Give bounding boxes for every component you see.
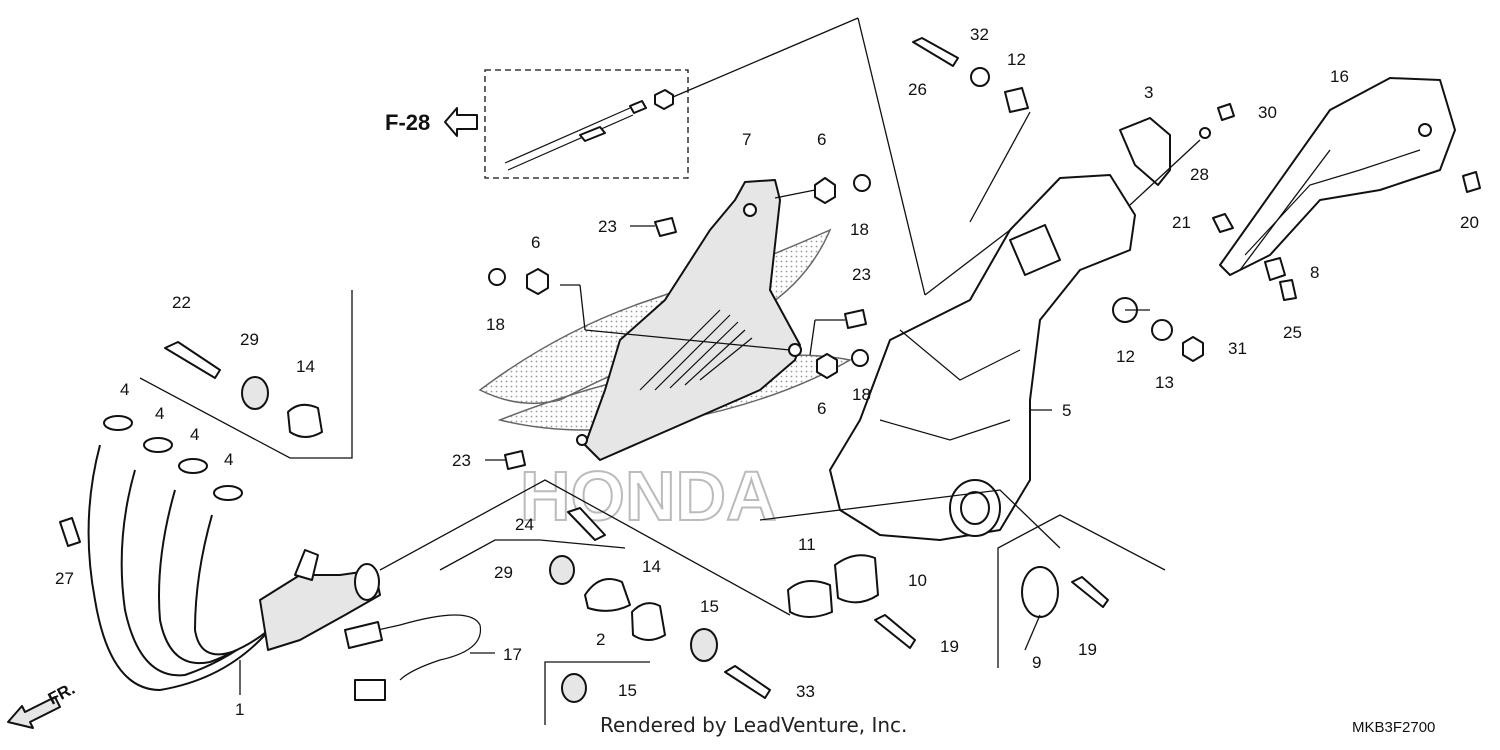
callout-label: 5 xyxy=(1062,401,1071,420)
nut-part xyxy=(654,89,674,110)
rubber-29-part xyxy=(241,376,269,410)
reference-group: F-28 xyxy=(385,17,926,296)
callout-label: 12 xyxy=(1116,347,1135,366)
callout-label: 6 xyxy=(817,399,826,418)
rubber-14-part xyxy=(287,403,323,438)
diagram-code: MKB3F2700 xyxy=(1352,719,1435,736)
callout-label: 26 xyxy=(908,80,927,99)
callout-label: 29 xyxy=(240,330,259,349)
callout-label: 11 xyxy=(798,535,816,554)
front-arrow-icon xyxy=(7,696,61,729)
callout-label: 10 xyxy=(908,571,927,590)
callout-label: 31 xyxy=(1228,339,1247,358)
gasket-parts xyxy=(103,415,243,501)
muffler-cover-part xyxy=(1219,77,1456,276)
protector-part xyxy=(1119,117,1171,186)
callout-label: 18 xyxy=(852,385,871,404)
callout-label: 6 xyxy=(817,130,826,149)
callout-label: 19 xyxy=(1078,640,1097,659)
callout-label: 4 xyxy=(155,404,164,423)
callout-label: 18 xyxy=(850,220,869,239)
callout-label: 6 xyxy=(531,233,540,252)
callout-label: 3 xyxy=(1144,83,1153,102)
callout-label: 25 xyxy=(1283,323,1302,342)
lower-bracket-lines xyxy=(379,479,1166,725)
callout-label: 4 xyxy=(224,450,233,469)
oxygen-sensor-part xyxy=(344,614,482,701)
heat-guard-part xyxy=(576,179,802,461)
callout-label: 32 xyxy=(970,25,989,44)
callout-label: 30 xyxy=(1258,103,1277,122)
callout-label: 19 xyxy=(940,637,959,656)
callout-label: 33 xyxy=(796,682,815,701)
bolt-22-part xyxy=(164,341,221,379)
callout-leaders xyxy=(239,111,1331,695)
callout-label: 2 xyxy=(596,630,605,649)
callout-label: 14 xyxy=(296,357,315,376)
reference-arrow-icon xyxy=(444,107,478,137)
callout-label: 22 xyxy=(172,293,191,312)
callout-label: 24 xyxy=(515,515,534,534)
exhaust-pipe-part xyxy=(87,444,381,691)
callout-label: 15 xyxy=(700,597,719,616)
honda-watermark-text: HONDA xyxy=(520,457,777,535)
callout-label: 13 xyxy=(1155,373,1174,392)
callout-label: 28 xyxy=(1190,165,1209,184)
hardware-parts xyxy=(59,37,1481,703)
callout-label: 29 xyxy=(494,563,513,582)
callout-labels: 26 32 12 3 30 28 16 20 21 8 25 7 6 23 18… xyxy=(55,25,1479,719)
callout-label: 4 xyxy=(120,380,129,399)
callout-label: 21 xyxy=(1172,213,1191,232)
muffler-part xyxy=(829,174,1136,541)
callout-label: 23 xyxy=(452,451,471,470)
callout-label: 14 xyxy=(642,557,661,576)
reference-dashed-box xyxy=(484,69,689,179)
callout-label: 18 xyxy=(486,315,505,334)
callout-label: 17 xyxy=(503,645,522,664)
front-direction-indicator: FR. xyxy=(7,679,78,729)
callout-label: 8 xyxy=(1310,263,1319,282)
callout-label: 27 xyxy=(55,569,74,588)
spring-part xyxy=(579,126,606,142)
callout-label: 4 xyxy=(190,425,199,444)
washer-part xyxy=(629,100,647,114)
callout-label: 15 xyxy=(618,681,637,700)
callout-label: 23 xyxy=(598,217,617,236)
reference-label: F-28 xyxy=(385,110,430,135)
callout-label: 23 xyxy=(852,265,871,284)
bracket-group xyxy=(139,290,353,459)
footer-credit: Rendered by LeadVenture, Inc. xyxy=(600,713,907,737)
callout-label: 7 xyxy=(742,130,751,149)
callout-label: 12 xyxy=(1007,50,1026,69)
callout-label: 1 xyxy=(235,700,244,719)
callout-label: 9 xyxy=(1032,653,1041,672)
callout-label: 20 xyxy=(1460,213,1479,232)
callout-label: 16 xyxy=(1330,67,1349,86)
